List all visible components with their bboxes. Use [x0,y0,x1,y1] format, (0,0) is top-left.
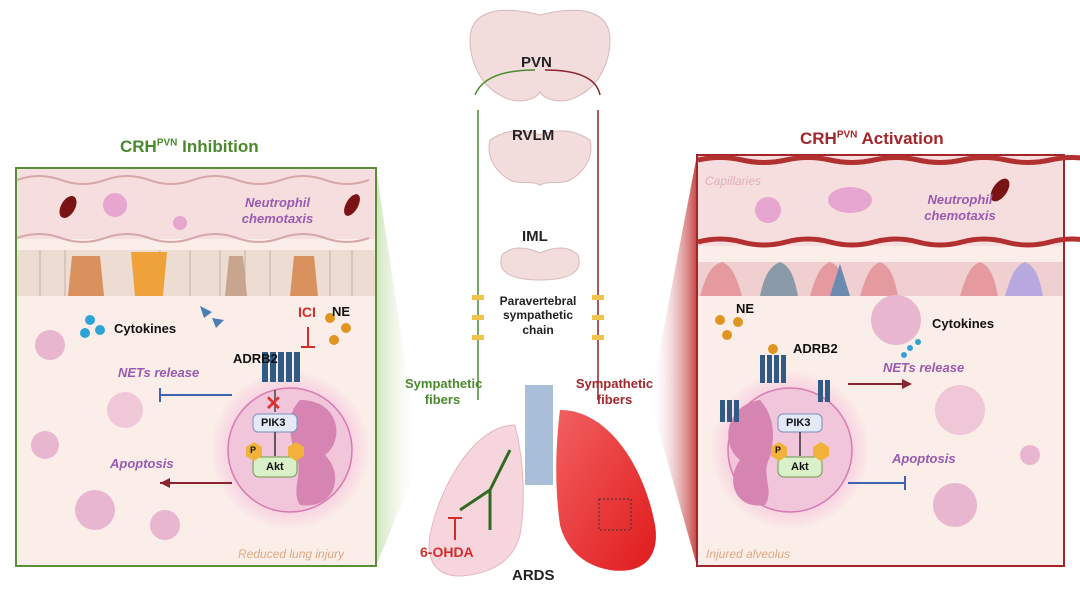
right-cytokines-label: Cytokines [932,316,995,331]
akt-box [777,456,823,478]
net-cell [107,392,143,428]
left-nets-release: NETs release [118,365,200,380]
right-adrb2-label: ADRB2 [793,341,838,356]
right-ne-label: NE [736,301,755,316]
adrb2-receptor-side [720,380,830,422]
right-panel-title: CRHPVN Activation [800,129,944,148]
apoptotic-cell [150,510,180,540]
net-cell [935,385,985,435]
left-panel: ✕ [15,167,420,567]
left-adrb2-label: ADRB2 [233,351,278,366]
ards-label: ARDS [512,567,555,584]
left-cytokines-label: Cytokines [114,321,177,336]
apoptotic-cell [933,483,977,527]
six-ohda-label: 6-OHDA [420,544,474,560]
adrb2-receptor [760,344,786,383]
neutrophil-nucleus [728,400,773,506]
right-footer: Injured alveolus [706,547,791,561]
right-apoptosis: Apoptosis [892,451,956,466]
neutrophil-cell [173,216,187,230]
left-apoptosis: Apoptosis [110,456,174,471]
sympathetic-fibers-left: Sympathetic fibers [405,376,483,407]
apoptotic-cell [75,490,115,530]
dead-cell [31,431,59,459]
right-panel [650,154,1080,567]
rvlm-section [488,130,592,186]
right-pik3-label: PIK3 [786,417,811,429]
akt-box [252,456,298,478]
red-blood-cell [344,194,360,216]
capillaries-label: Capillaries [705,174,762,188]
rvlm-label: RVLM [512,127,555,144]
left-panel-title: CRHPVN Inhibition [120,137,259,156]
phospho-right [813,442,829,461]
chain-label: Paravertebral sympathetic chain [499,294,577,337]
inhibition-x-mark: ✕ [265,393,282,415]
right-akt-label: Akt [791,461,809,473]
zoom-inset-box [598,498,632,531]
right-neutrophil-chemotaxis: Neutrophil chemotaxis [924,192,996,223]
neutrophil-cell [828,187,872,213]
left-zoom-wedge [376,168,420,566]
center-pathway [428,9,656,577]
left-epithelium [17,250,375,296]
phospho-left [246,442,262,461]
right-nets-release: NETs release [883,360,965,375]
neutrophil-cell [103,193,127,217]
phospho-left [771,442,787,461]
brain-section [469,9,611,102]
neutrophil-nucleus [290,400,337,506]
left-ne-label: NE [332,304,351,319]
dead-cell [35,330,65,360]
sympathetic-fibers-right: Sympathetic fibers [575,376,654,407]
left-p-label: P [250,445,257,455]
left-neutrophil-chemotaxis: Neutrophil chemotaxis [241,195,314,226]
spinal-cord-section [500,247,580,281]
phospho-right [288,442,304,461]
right-p-label: P [775,445,782,455]
neutrophil-cell [755,197,781,223]
left-capillary-band [17,169,375,239]
red-blood-cell [59,196,77,218]
pvn-label: PVN [521,54,552,71]
red-blood-cell [990,178,1010,202]
right-zoom-wedge [650,155,697,566]
left-pik3-label: PIK3 [261,417,286,429]
left-footer: Reduced lung injury [238,547,345,561]
ici-label: ICI [298,304,316,320]
trachea [525,385,553,485]
iml-label: IML [522,228,548,245]
right-epithelium [698,262,1063,296]
adrb2-receptor [262,352,300,382]
cytokine-neutrophil [871,295,921,345]
right-lung [556,410,656,571]
apoptotic-cell [1020,445,1040,465]
left-akt-label: Akt [266,461,284,473]
